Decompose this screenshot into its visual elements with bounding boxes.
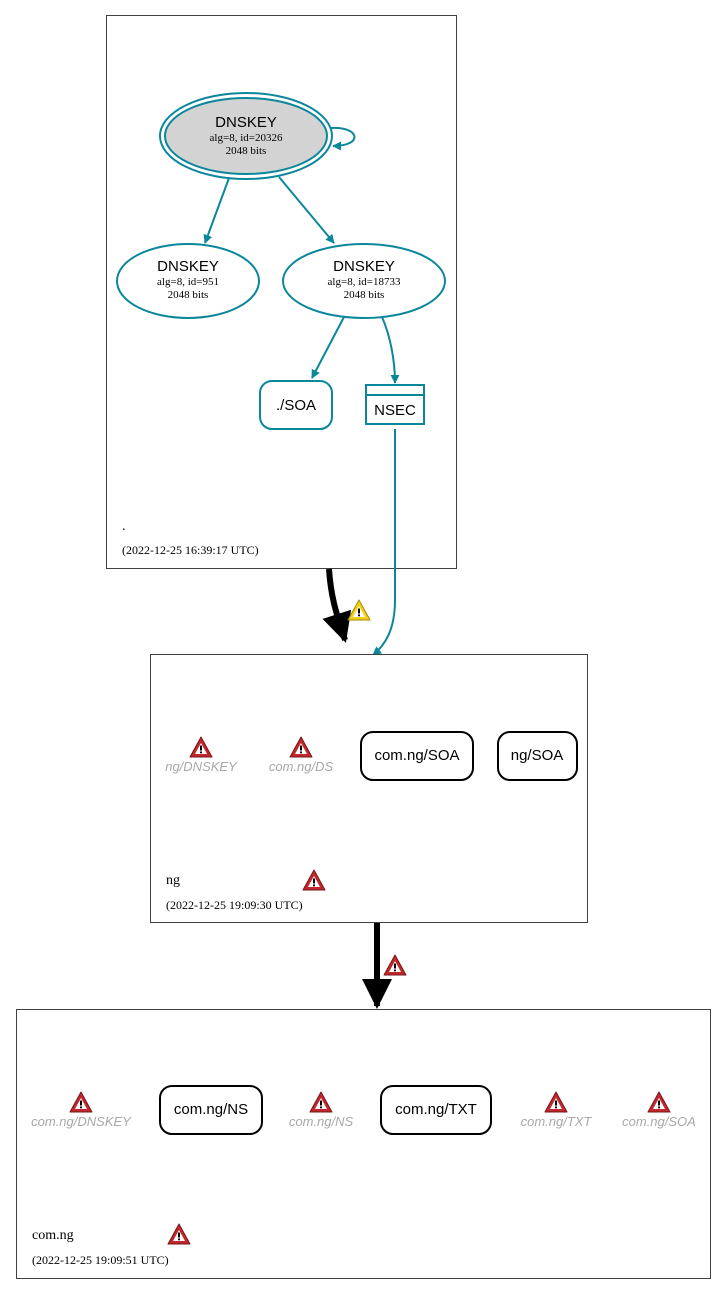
edge-ksk-to-18733	[278, 176, 335, 244]
ksk-self-sign-edge	[329, 126, 356, 151]
missing-comng-soa[interactable]: com.ng/SOA	[622, 1091, 696, 1129]
zone-comng: com.ng/DNSKEY com.ng/NS com.ng/NS com.ng…	[16, 1009, 711, 1279]
zsk951-line1: alg=8, id=951	[157, 276, 219, 288]
ksk-line2: 2048 bits	[226, 145, 267, 157]
comng-txt-label: com.ng/TXT	[395, 1101, 477, 1118]
missing-comng-dnskey-label: com.ng/DNSKEY	[31, 1114, 132, 1129]
zone-ng-box	[150, 654, 588, 923]
zone-comng-timestamp: (2022-12-25 19:09:51 UTC)	[32, 1253, 169, 1267]
missing-comng-txt[interactable]: com.ng/TXT	[521, 1091, 593, 1129]
nsec-to-ng-edge	[372, 429, 396, 656]
missing-ng-dnskey-label: ng/DNSKEY	[165, 759, 238, 774]
zone-comng-box	[16, 1009, 711, 1279]
zsk18733-line2: 2048 bits	[344, 289, 385, 301]
zsk951-line2: 2048 bits	[168, 289, 209, 301]
comng-ns-node[interactable]: com.ng/NS	[159, 1085, 263, 1135]
edge-ksk-to-951	[203, 177, 230, 244]
nsec-label: NSEC	[374, 402, 416, 419]
comng-soa-label: com.ng/SOA	[374, 747, 459, 764]
warning-icon[interactable]	[347, 599, 371, 621]
missing-comng-soa-label: com.ng/SOA	[622, 1114, 696, 1129]
comng-ns-label: com.ng/NS	[174, 1101, 248, 1118]
dnskey-18733-node[interactable]: DNSKEY alg=8, id=18733 2048 bits	[282, 243, 446, 319]
missing-comng-txt-label: com.ng/TXT	[521, 1114, 593, 1129]
zone-root-timestamp: (2022-12-25 16:39:17 UTC)	[122, 543, 259, 557]
ng-soa-label: ng/SOA	[511, 747, 564, 764]
zone-ng-name: ng	[166, 873, 180, 888]
zone-ng-timestamp: (2022-12-25 19:09:30 UTC)	[166, 898, 303, 912]
missing-ng-dnskey[interactable]: ng/DNSKEY	[165, 736, 238, 774]
dnskey-951-node[interactable]: DNSKEY alg=8, id=951 2048 bits	[116, 243, 260, 319]
edge-18733-to-soa	[311, 316, 345, 379]
ng-soa-node[interactable]: ng/SOA	[497, 731, 578, 781]
zsk18733-line1: alg=8, id=18733	[328, 276, 401, 288]
missing-comng-ds[interactable]: com.ng/DS	[269, 736, 334, 774]
ksk-title: DNSKEY	[215, 114, 277, 131]
zone-root: DNSKEY alg=8, id=20326 2048 bits DNSKEY …	[106, 15, 457, 569]
zone-comng-name: com.ng	[32, 1228, 74, 1243]
dnskey-ksk-node[interactable]: DNSKEY alg=8, id=20326 2048 bits	[159, 92, 333, 180]
root-soa-label: ./SOA	[276, 397, 316, 414]
missing-comng-ns-label: com.ng/NS	[289, 1114, 354, 1129]
ksk-line1: alg=8, id=20326	[210, 132, 283, 144]
comng-txt-node[interactable]: com.ng/TXT	[380, 1085, 492, 1135]
missing-comng-dnskey[interactable]: com.ng/DNSKEY	[31, 1091, 132, 1129]
zone-ng: ng/DNSKEY com.ng/DS com.ng/SOA ng/SOA ng…	[150, 654, 588, 923]
zsk951-title: DNSKEY	[157, 258, 219, 275]
comng-soa-node[interactable]: com.ng/SOA	[360, 731, 474, 781]
zone-root-name: .	[122, 519, 126, 534]
missing-comng-ds-label: com.ng/DS	[269, 759, 334, 774]
edge-18733-to-nsec	[381, 316, 400, 384]
error-icon[interactable]	[383, 954, 407, 976]
delegation-root-to-ng	[322, 568, 352, 643]
root-soa-node[interactable]: ./SOA	[259, 380, 333, 430]
missing-comng-ns[interactable]: com.ng/NS	[289, 1091, 354, 1129]
zsk18733-title: DNSKEY	[333, 258, 395, 275]
nsec-node[interactable]: NSEC	[365, 384, 425, 425]
